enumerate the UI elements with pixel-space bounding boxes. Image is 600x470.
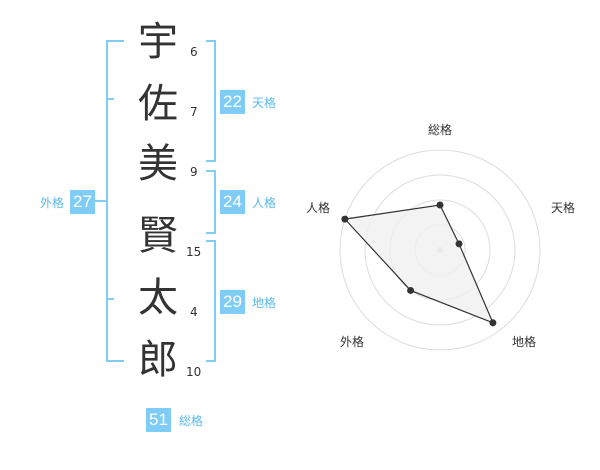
- jinkaku-value: 24: [220, 190, 245, 214]
- radar-point-5: [341, 215, 349, 223]
- tenkaku-value: 22: [220, 90, 245, 114]
- stroke-count-1: 6: [190, 45, 198, 59]
- soukaku-label: 総格: [179, 414, 204, 428]
- radar-axis-label-2: 天格: [551, 200, 575, 215]
- name-char-3: 美: [138, 141, 178, 187]
- radar-axis-label-4: 外格: [340, 334, 364, 349]
- radar-area: [343, 204, 495, 324]
- stroke-count-3: 9: [190, 165, 198, 179]
- chikaku-bracket: [206, 240, 216, 362]
- name-char-5: 太: [138, 275, 178, 321]
- radar-ring-3: [364, 174, 516, 326]
- radar-point-3: [489, 319, 497, 327]
- gaikaku-bracket-tick: [88, 200, 106, 202]
- name-char-4: 賢: [138, 213, 178, 259]
- chikaku-value: 29: [220, 290, 245, 314]
- gaikaku-label: 外格: [40, 196, 65, 210]
- gaikaku-value: 27: [70, 190, 95, 214]
- tenkaku-label: 天格: [252, 96, 277, 110]
- radar-axis-label-5: 人格: [306, 200, 330, 215]
- radar-point-4: [407, 286, 415, 294]
- radar-point-1: [436, 201, 444, 209]
- stroke-count-4: 15: [186, 245, 202, 259]
- chikaku-label: 地格: [252, 296, 277, 310]
- soukaku-value: 51: [146, 408, 171, 432]
- name-char-2: 佐: [138, 81, 178, 127]
- tenkaku-bracket: [206, 40, 216, 162]
- stroke-count-6: 10: [186, 365, 202, 379]
- radar-ring-4: [339, 149, 541, 351]
- radar-point-2: [455, 240, 463, 248]
- gaikaku-bracket: [106, 40, 124, 362]
- stroke-count-2: 7: [190, 105, 198, 119]
- name-char-6: 郎: [138, 337, 178, 383]
- bracket-notch-2: [106, 98, 114, 100]
- jinkaku-bracket: [206, 170, 216, 234]
- radar-axis-label-3: 地格: [512, 334, 536, 349]
- radar-axis-label-1: 総格: [428, 122, 452, 137]
- name-char-1: 宇: [138, 19, 178, 65]
- stroke-count-5: 4: [190, 305, 198, 319]
- bracket-notch-5: [106, 298, 114, 300]
- jinkaku-label: 人格: [252, 196, 277, 210]
